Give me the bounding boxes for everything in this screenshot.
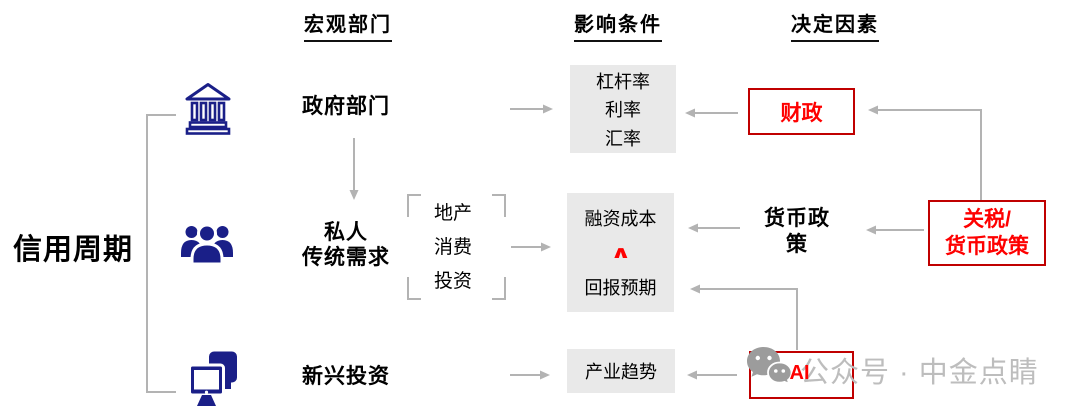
industry-trend-label: 产业趋势 bbox=[585, 362, 657, 382]
sub-bracket-top-left bbox=[407, 194, 421, 217]
industry-trend-box: 产业趋势 bbox=[567, 349, 675, 393]
arrow-tariff-to-fiscal bbox=[868, 105, 982, 200]
sub-bracket-bottom-left bbox=[407, 277, 421, 300]
bank-icon bbox=[185, 83, 231, 135]
government-sector-label: 政府部门 bbox=[302, 95, 390, 118]
arrow-ai-to-return bbox=[690, 284, 798, 350]
rates-line-fx: 汇率 bbox=[605, 128, 641, 149]
monetary-policy-line2: 策 bbox=[786, 233, 808, 256]
return-expectation-line: 回报预期 bbox=[584, 278, 657, 299]
ai-factor-box bbox=[749, 351, 854, 399]
tariff-monetary-factor-box: 关税/ 货币政策 bbox=[928, 200, 1046, 266]
monitor-icon bbox=[188, 351, 237, 406]
sub-item-consumption: 消费 bbox=[433, 237, 472, 258]
sub-item-investment: 投资 bbox=[433, 271, 472, 292]
monetary-policy-label: 货币政 策 bbox=[752, 206, 842, 258]
funding-condition-box: 融资成本 ∧ 回报预期 bbox=[567, 193, 674, 312]
monetary-policy-line1: 货币政 bbox=[764, 207, 830, 230]
funding-cost-line: 融资成本 bbox=[584, 208, 657, 229]
comparator-caret: ∧ bbox=[610, 242, 631, 262]
header-macro-sectors-text: 宏观部门 bbox=[304, 8, 392, 42]
credit-cycle-bracket bbox=[146, 114, 176, 393]
private-sector-label: 私人 传统需求 bbox=[276, 220, 416, 270]
sub-bracket-top-right bbox=[492, 194, 506, 217]
watermark-text: 公众号 · 中金点睛 bbox=[800, 357, 1039, 389]
header-determinants-text: 决定因素 bbox=[791, 8, 879, 42]
rates-condition-box: 杠杆率 利率 汇率 bbox=[570, 65, 676, 153]
tariff-line2: 货币政策 bbox=[945, 235, 1029, 258]
sub-item-property: 地产 bbox=[433, 203, 472, 224]
wechat-icon bbox=[747, 347, 792, 386]
tariff-line1: 关税/ bbox=[963, 208, 1011, 231]
fiscal-factor-box: 财政 bbox=[748, 88, 855, 135]
fiscal-factor-label: 财政 bbox=[780, 101, 823, 125]
ai-factor-label: AI bbox=[789, 361, 810, 384]
header-impact-conditions: 影响条件 bbox=[558, 8, 678, 42]
rates-line-leverage: 杠杆率 bbox=[596, 71, 650, 92]
header-macro-sectors: 宏观部门 bbox=[288, 8, 408, 42]
sub-bracket-bottom-right bbox=[492, 277, 506, 300]
private-sub-items: 地产 消费 投资 bbox=[420, 197, 486, 299]
emerging-sector-label: 新兴投资 bbox=[302, 365, 390, 388]
rates-line-interest: 利率 bbox=[605, 100, 641, 120]
private-sector-line1: 私人 bbox=[324, 221, 368, 244]
header-determinants: 决定因素 bbox=[775, 8, 895, 42]
credit-cycle-label: 信用周期 bbox=[12, 234, 133, 266]
header-impact-conditions-text: 影响条件 bbox=[574, 8, 662, 42]
people-icon bbox=[181, 223, 233, 266]
private-sector-line2: 传统需求 bbox=[302, 246, 390, 269]
